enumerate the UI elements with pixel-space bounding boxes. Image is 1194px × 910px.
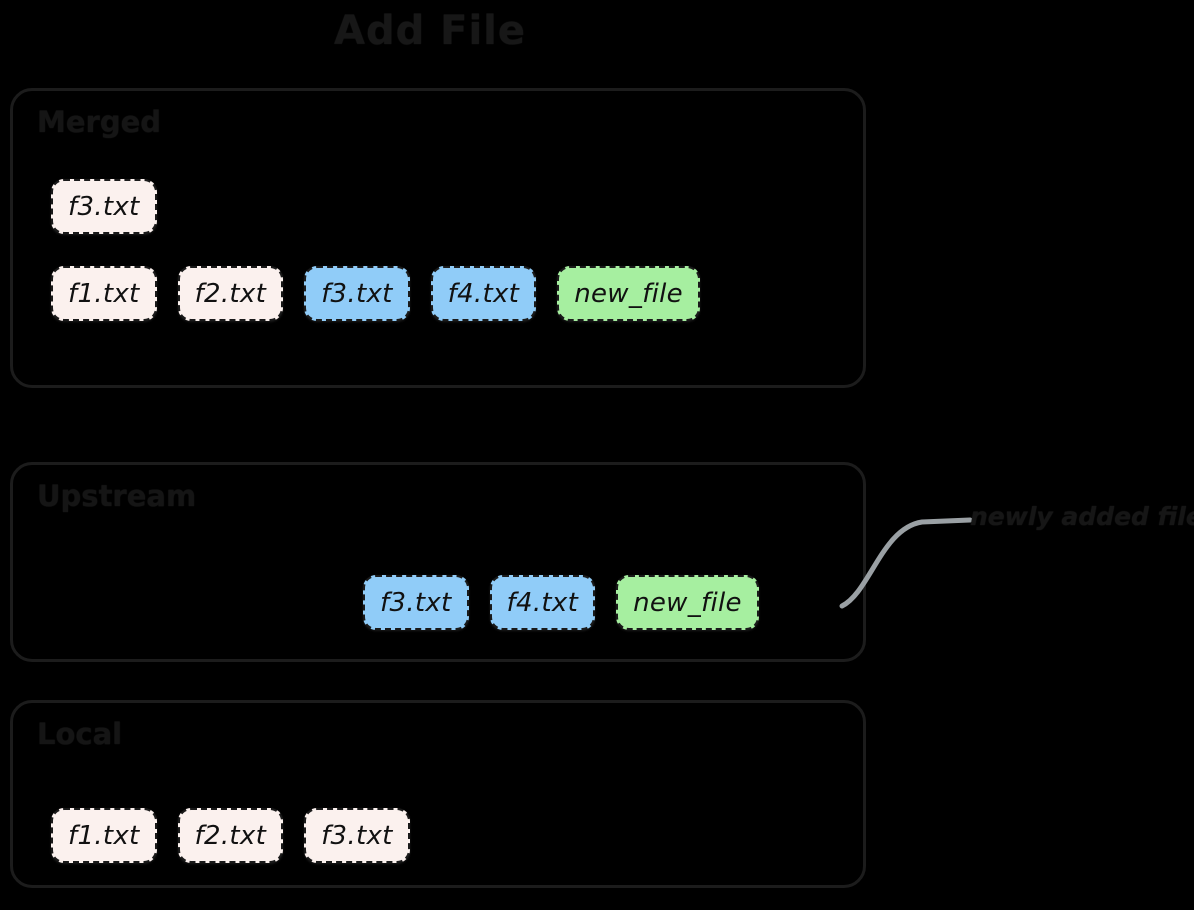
annotation-leader-line	[839, 517, 973, 609]
file-chip[interactable]: f3.txt	[304, 266, 410, 321]
file-row-merged-bottom: f1.txt f2.txt f3.txt f4.txt new_file	[51, 266, 700, 321]
file-row-merged-top: f3.txt	[51, 179, 157, 234]
section-upstream: Upstream f3.txt f4.txt new_file	[10, 462, 866, 662]
file-chip[interactable]: f3.txt	[363, 575, 469, 630]
page-title: Add File	[333, 8, 527, 54]
file-chip[interactable]: f1.txt	[51, 808, 157, 863]
file-chip[interactable]: f3.txt	[304, 808, 410, 863]
section-label-local: Local	[37, 717, 123, 751]
section-merged: Merged f3.txt f1.txt f2.txt f3.txt f4.tx…	[10, 88, 866, 388]
section-label-upstream: Upstream	[37, 479, 197, 513]
file-row-local: f1.txt f2.txt f3.txt	[51, 808, 410, 863]
file-chip[interactable]: f2.txt	[177, 266, 284, 321]
annotation-label: newly added file	[970, 502, 1194, 531]
annotation-group: newly added file	[830, 488, 1194, 618]
file-chip[interactable]: f3.txt	[51, 179, 157, 234]
file-chip[interactable]: new_file	[557, 266, 700, 321]
section-local: Local f1.txt f2.txt f3.txt	[10, 700, 866, 888]
file-chip[interactable]: f1.txt	[51, 266, 157, 321]
section-label-merged: Merged	[37, 105, 162, 139]
file-chip[interactable]: new_file	[616, 575, 759, 630]
file-chip[interactable]: f2.txt	[177, 808, 284, 863]
file-chip[interactable]: f4.txt	[430, 266, 537, 321]
file-row-upstream: f3.txt f4.txt new_file	[363, 575, 759, 630]
file-chip[interactable]: f4.txt	[489, 575, 596, 630]
